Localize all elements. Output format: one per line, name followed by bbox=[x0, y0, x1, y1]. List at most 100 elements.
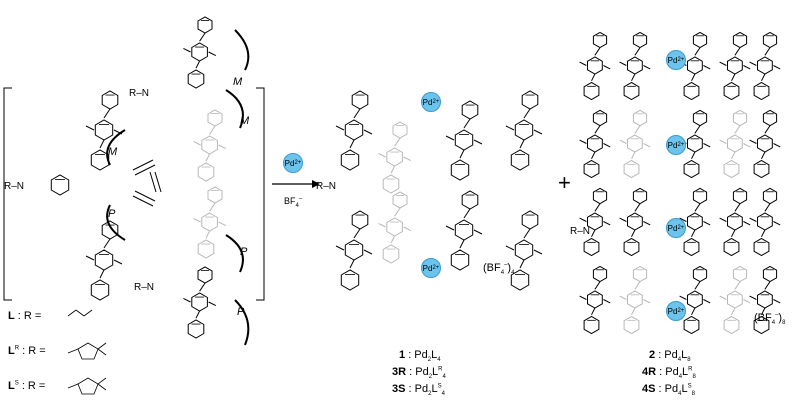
cage-large-ligand-3-3-phenyl-ring bbox=[727, 290, 743, 309]
compound-formula: : Pd bbox=[658, 349, 678, 361]
ligand-left-upper-pyridine-ring bbox=[101, 90, 119, 110]
compound-l: L bbox=[431, 383, 438, 395]
cage-small-ligand-1-methoxy-bond-2 bbox=[363, 129, 373, 135]
compound-b: 8 bbox=[687, 357, 691, 364]
ligand-left-upper-amide-bond bbox=[103, 108, 111, 119]
helix-label-m3: M bbox=[108, 146, 118, 158]
pd-charge: 2+ bbox=[677, 225, 685, 231]
compound-large-3: 4S : Pd4LS8 bbox=[642, 383, 695, 397]
compound-a: 4 bbox=[678, 374, 683, 381]
cage-large-ligand-1-0-methoxy-bond bbox=[619, 61, 627, 66]
compound-lsup: S bbox=[687, 383, 692, 390]
cage-large-ligand-0-2-pyridine-ring bbox=[592, 187, 608, 205]
cage-large-ligand-1-1-methoxy-bond-2 bbox=[643, 143, 651, 148]
cage-small-ligand-ghost-2-link-bond bbox=[390, 235, 396, 244]
helix-label-m1: M bbox=[233, 76, 243, 88]
salt-small-close: ) bbox=[507, 262, 512, 274]
rgroup-row-2: LR : R = bbox=[8, 345, 46, 357]
rn-label-bottom: R–N bbox=[134, 282, 155, 293]
pd-label: Pd bbox=[667, 306, 678, 316]
reaction-arrow-head bbox=[312, 180, 320, 188]
equilibrium-arrow-3b bbox=[134, 190, 156, 202]
cage-large-ligand-1-2-amide-bond bbox=[634, 203, 641, 212]
cage-small-ligand-1-link-bond bbox=[349, 139, 355, 149]
cage-small-ligand-5-pyridine-ring bbox=[521, 90, 539, 110]
cage-small-ligand-1-pyridone-ring bbox=[340, 149, 360, 171]
compound-formula: : Pd bbox=[408, 383, 429, 395]
pd-reagent-label: Pd bbox=[284, 158, 295, 168]
ligand-ghost-upper-pyridone-ring bbox=[197, 162, 215, 182]
cage-large-ligand-2-1-amide-bond bbox=[694, 125, 701, 134]
cage-small-ligand-6-phenyl-ring bbox=[514, 239, 534, 261]
compound-a: 4 bbox=[677, 357, 682, 364]
cage-large-ligand-3-1-link-bond bbox=[731, 151, 736, 160]
salt-large: (BF4–)8 bbox=[754, 312, 785, 326]
cage-large-ligand-2-3-link-bond bbox=[691, 307, 696, 316]
cage-large-ligand-1-2-link-bond bbox=[631, 229, 636, 238]
cage-large-ligand-2-3-pyridone-ring bbox=[683, 315, 700, 335]
bf4-text: BF bbox=[284, 196, 296, 206]
bracket-right bbox=[256, 87, 265, 301]
cage-large-ligand-4-0-link-bond bbox=[761, 73, 766, 82]
ligand-left-upper-phenyl-ring bbox=[94, 119, 114, 141]
cage-large-ligand-2-2-pyridone-ring bbox=[683, 237, 700, 257]
cage-large-ligand-3-2-pyridine-ring bbox=[732, 187, 748, 205]
cage-large-ligand-4-1-methoxy-bond bbox=[749, 139, 757, 144]
bf4-sub: 4 bbox=[295, 202, 299, 209]
cage-large-ligand-4-1-pyridone-ring bbox=[753, 159, 770, 179]
ligand-ghost-upper-pyridine-ring bbox=[207, 109, 223, 127]
cage-large-ligand-4-2-amide-bond bbox=[764, 203, 771, 212]
cage-large-ligand-3-3-pyridine-ring bbox=[732, 265, 748, 283]
cage-large-ligand-4-0-methoxy-bond bbox=[749, 61, 757, 66]
cage-large-ligand-1-3-pyridone-ring bbox=[623, 315, 640, 335]
cage-small-ligand-ghost-2-amide-bond bbox=[394, 207, 401, 217]
cage-large-ligand-3-3-amide-bond bbox=[734, 281, 741, 290]
ligand-left-upper-link-bond bbox=[99, 139, 105, 149]
cage-large-ligand-1-2-phenyl-ring bbox=[627, 212, 643, 231]
compound-b: 4 bbox=[437, 357, 441, 364]
rgroup-dioxolane-s-methyl-1 bbox=[97, 377, 107, 385]
cage-large-ligand-1-3-amide-bond bbox=[634, 281, 641, 290]
cage-large-ligand-4-3-link-bond bbox=[761, 307, 766, 316]
compound-id: 4R bbox=[642, 366, 657, 378]
ligand-left-lower-phenyl-ring bbox=[94, 249, 114, 271]
compound-a: 4 bbox=[678, 391, 682, 398]
cage-small-ligand-ghost-1-link-bond bbox=[390, 165, 396, 174]
cage-large-ligand-4-2-link-bond bbox=[761, 229, 766, 238]
cage-small-ligand-ghost-1-pyridone-ring bbox=[382, 174, 400, 194]
rn-label-top: R–N bbox=[129, 88, 150, 99]
cage-large-ligand-1-3-pyridine-ring bbox=[632, 265, 648, 283]
cage-large-ligand-0-3-methoxy-bond-2 bbox=[603, 299, 611, 304]
cage-large-ligand-0-2-amide-bond bbox=[594, 203, 601, 212]
cage-small-ligand-2-link-bond bbox=[349, 259, 355, 269]
salt-large-sup: – bbox=[775, 312, 779, 319]
cage-large-ligand-1-1-amide-bond bbox=[634, 125, 641, 134]
pd-reagent-charge: 2+ bbox=[294, 160, 302, 166]
cage-small-ligand-3-pyridone-ring bbox=[450, 159, 470, 181]
compound-lsup: R bbox=[688, 366, 693, 373]
cage-small-ligand-ghost-1-pyridine-ring bbox=[392, 121, 408, 139]
helix-arrow-mid-bottom bbox=[225, 234, 244, 273]
helix-arrow-top bbox=[234, 29, 250, 71]
cage-small-ligand-2-methoxy-bond-2 bbox=[363, 249, 373, 255]
ligand-top-pyridone-ring bbox=[187, 69, 205, 89]
helix-label-p1: P bbox=[108, 208, 116, 220]
rgroup-name: L bbox=[8, 310, 15, 322]
cage-small-ligand-5-methoxy-bond bbox=[505, 125, 515, 131]
cage-large-ligand-2-1-methoxy-bond-2 bbox=[703, 143, 711, 148]
cage-large-ligand-4-3-amide-bond bbox=[764, 281, 771, 290]
cage-small-ligand-6-link-bond bbox=[519, 259, 525, 269]
cage-large-ligand-2-3-phenyl-ring bbox=[687, 290, 703, 309]
pd-label: Pd bbox=[667, 223, 678, 233]
compound-b: 4 bbox=[442, 374, 446, 381]
cage-large-ligand-3-1-methoxy-bond bbox=[719, 139, 727, 144]
cage-small-ligand-3-pyridine-ring bbox=[461, 100, 479, 120]
cage-large-ligand-0-1-link-bond bbox=[591, 151, 596, 160]
cage-large-ligand-0-3-amide-bond bbox=[594, 281, 601, 290]
equilibrium-arrow-2 bbox=[149, 171, 157, 193]
cage-small-ligand-4-methoxy-bond bbox=[445, 225, 455, 231]
pd-label: Pd bbox=[422, 263, 433, 273]
cage-large-ligand-2-1-pyridine-ring bbox=[692, 109, 708, 127]
compound-formula: : Pd bbox=[659, 366, 679, 378]
salt-small-open: (BF bbox=[483, 262, 501, 274]
